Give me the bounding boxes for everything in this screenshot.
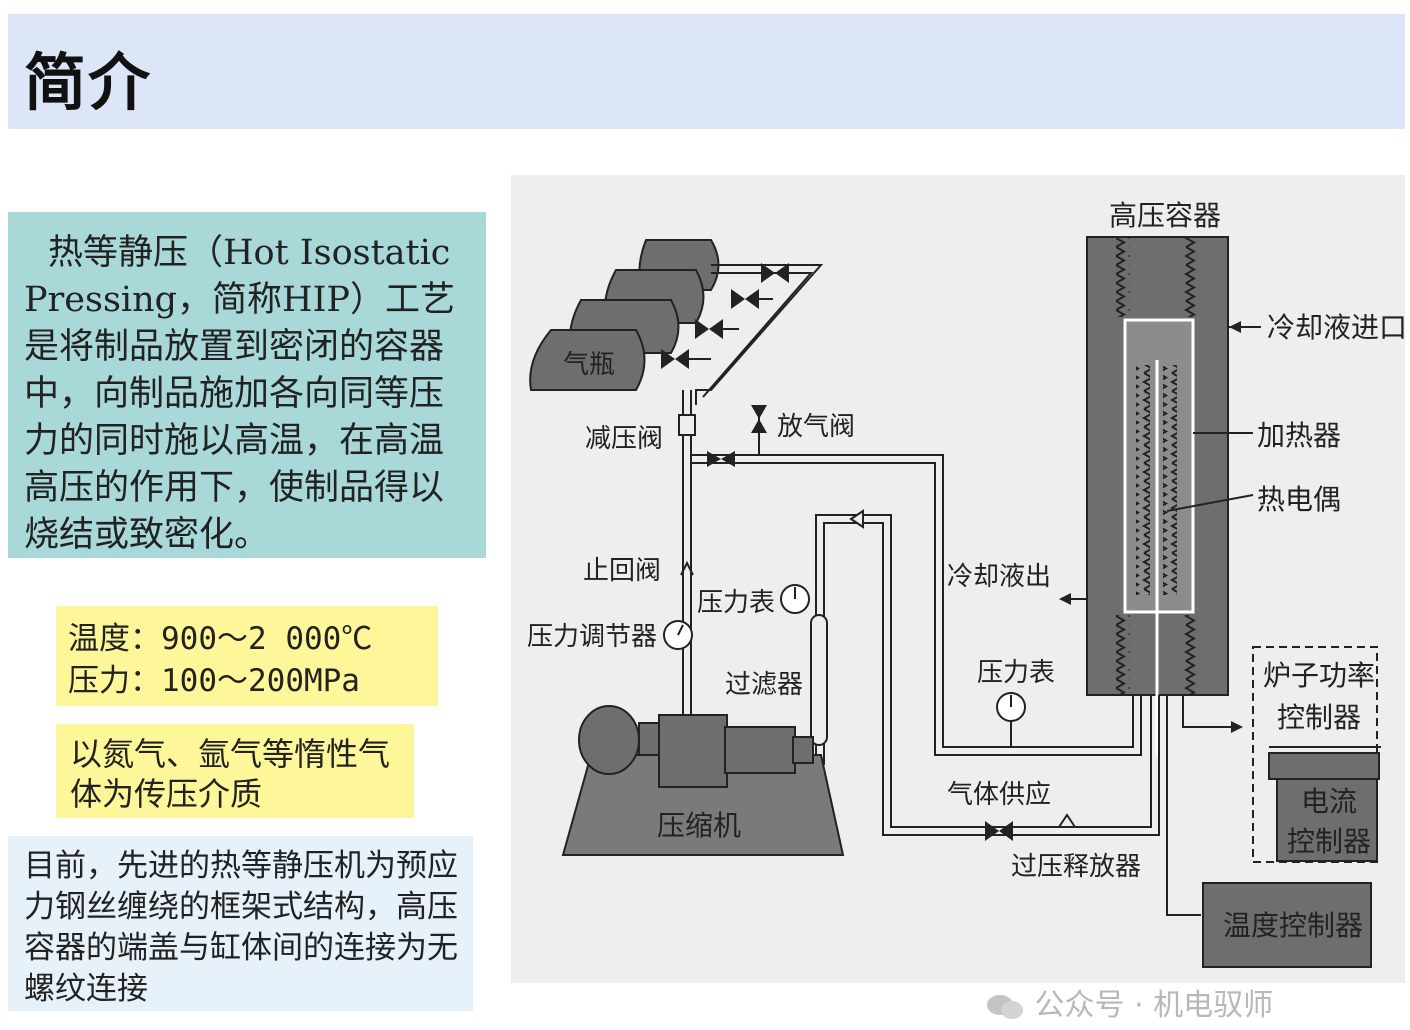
filter-label: 过滤器 <box>725 670 803 700</box>
manifold-pipes <box>682 264 1160 836</box>
temperature-text: 温度：900～2 000℃ <box>68 621 373 657</box>
thermocouple-label: 热电偶 <box>1257 483 1341 516</box>
gauge-1-label: 压力表 <box>697 588 775 618</box>
temp-controller-label: 温度控制器 <box>1223 909 1363 942</box>
watermark: 公众号 · 机电驭师 <box>985 980 1273 1024</box>
furnace-power-label-1: 炉子功率 <box>1263 659 1375 692</box>
intro-box: 热等静压（Hot Isostatic Pressing，简称HIP）工艺是将制品… <box>8 212 486 558</box>
furnace-power-label-2: 控制器 <box>1277 701 1361 734</box>
current-ctrl-label-1: 电流 <box>1301 785 1357 818</box>
check-valve-label: 止回阀 <box>583 556 661 586</box>
coolant-inlet: 冷却液进口 <box>1228 311 1407 344</box>
vessel-label: 高压容器 <box>1109 199 1221 232</box>
heater-label: 加热器 <box>1257 419 1341 452</box>
watermark-text: 公众号 · 机电驭师 <box>1034 988 1274 1023</box>
temp-controller <box>1202 882 1372 968</box>
control-wires <box>1166 695 1381 916</box>
gas-bottle-label: 气瓶 <box>563 350 615 380</box>
header-bar: 简介 <box>8 14 1405 129</box>
pressure-vessel: 高压容器 <box>1086 199 1229 755</box>
compressor-label: 压缩机 <box>657 809 741 842</box>
hip-diagram: 高压容器 冷却液进口 加热器 热电偶 气瓶 <box>511 175 1407 983</box>
vent-valve-icon <box>751 405 767 433</box>
compressor: 压缩机 <box>561 705 845 856</box>
modern-box: 目前，先进的热等静压机为预应力钢丝缠绕的框架式结构，高压容器的端盖与缸体间的连接… <box>8 836 473 1011</box>
medium-text: 以氮气、氩气等惰性气体为传压介质 <box>70 735 391 813</box>
relief-label: 过压释放器 <box>1011 852 1141 882</box>
chat-bubble-icon <box>985 992 1025 1022</box>
check-valve-icon <box>680 560 694 576</box>
relief-valve-icon <box>1058 813 1076 828</box>
vent-valve-label: 放气阀 <box>777 412 855 442</box>
current-controller <box>1276 778 1378 862</box>
filter-icon <box>810 614 828 746</box>
coolant-out-label: 冷却液出 <box>947 562 1051 592</box>
main-valve-icon <box>707 451 735 467</box>
coolant-in-label: 冷却液进口 <box>1267 311 1405 344</box>
current-ctrl-label-2: 控制器 <box>1287 825 1371 858</box>
pressure-text: 压力：100～200MPa <box>68 663 360 699</box>
hip-diagram-svg: 高压容器 冷却液进口 加热器 热电偶 气瓶 <box>527 199 1407 968</box>
page-title: 简介 <box>24 46 153 119</box>
gas-bottles: 气瓶 <box>529 239 789 391</box>
gauge-2-label: 压力表 <box>977 658 1055 688</box>
conditions-box: 温度：900～2 000℃ 压力：100～200MPa <box>56 606 438 706</box>
modern-text: 目前，先进的热等静压机为预应力钢丝缠绕的框架式结构，高压容器的端盖与缸体间的连接… <box>24 848 458 1007</box>
medium-box: 以氮气、氩气等惰性气体为传压介质 <box>56 724 414 818</box>
gas-supply-label: 气体供应 <box>947 780 1051 810</box>
gas-supply-valve-icon <box>985 821 1013 841</box>
regulator-label: 压力调节器 <box>527 622 657 652</box>
intro-text: 热等静压（Hot Isostatic Pressing，简称HIP）工艺是将制品… <box>24 233 455 555</box>
reducing-valve-label: 减压阀 <box>585 424 663 454</box>
